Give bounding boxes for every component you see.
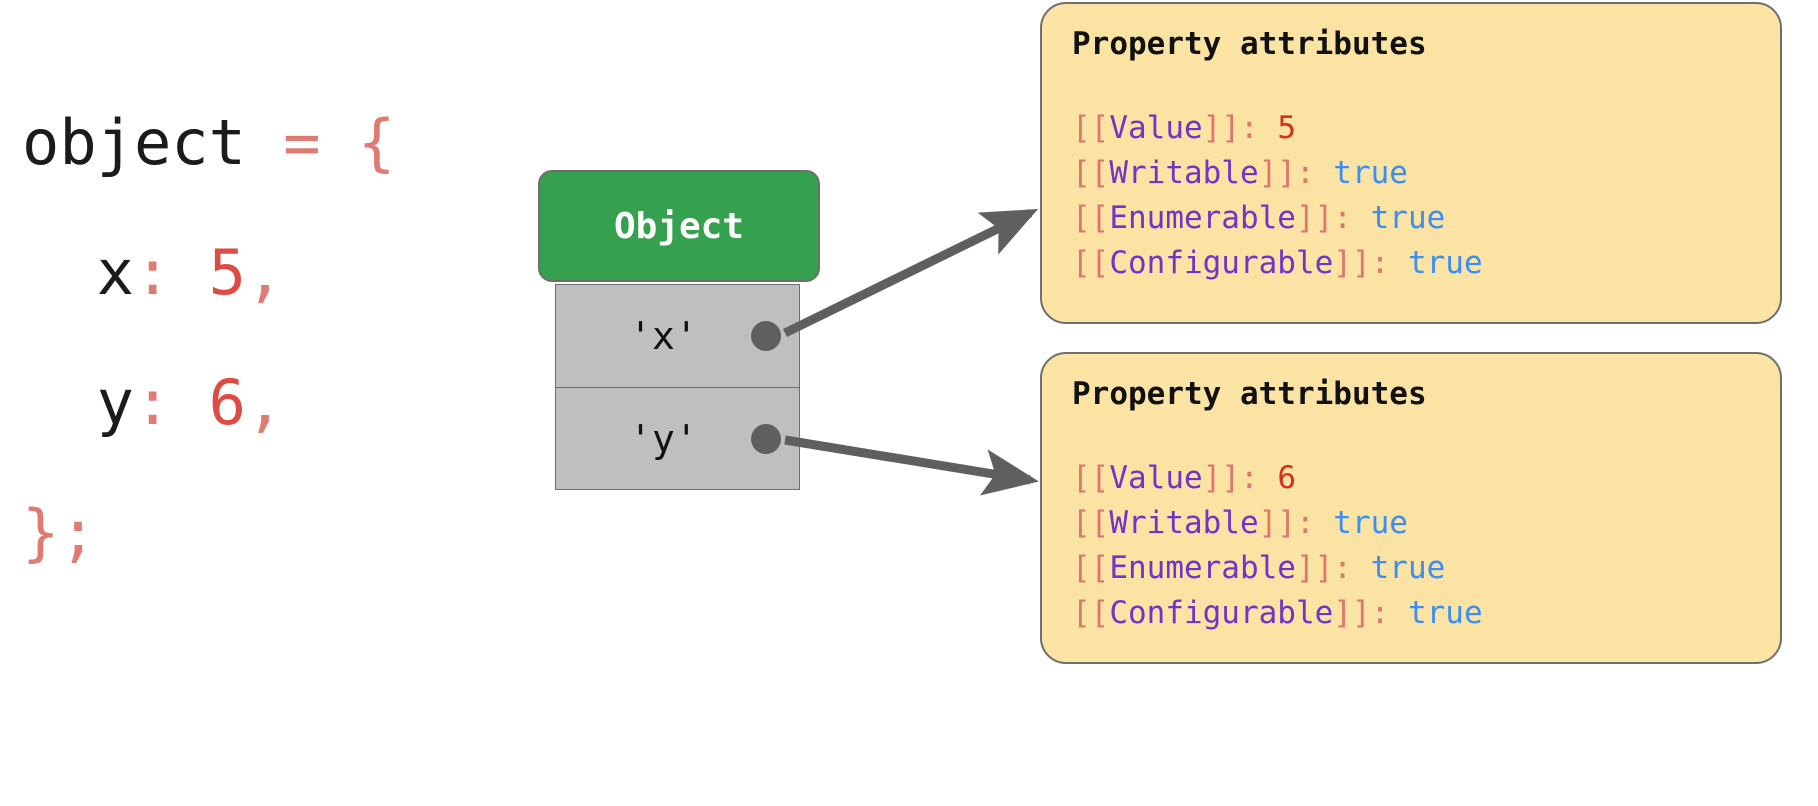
attribute-name: Writable <box>1109 505 1259 541</box>
attribute-value: true <box>1333 155 1408 191</box>
attribute-name: Value <box>1109 110 1203 146</box>
attribute-colon: : <box>1239 460 1278 496</box>
code-snippet: object = { x: 5, y: 6,}; <box>22 78 395 598</box>
code-token: } <box>22 496 60 569</box>
attribute-row: [[Configurable]]: true <box>1072 591 1750 636</box>
code-token: : <box>133 236 209 309</box>
attribute-colon: : <box>1370 595 1408 631</box>
code-token: , <box>245 366 284 439</box>
card-title: Property attributes <box>1072 26 1427 62</box>
attribute-bracket-open: [[ <box>1072 595 1110 631</box>
attribute-bracket-open: [[ <box>1072 550 1110 586</box>
object-header: Object <box>538 170 820 282</box>
code-token: , <box>245 236 284 309</box>
property-attributes-card-x: Property attributes [[Value]]: 5[[Writab… <box>1040 2 1782 324</box>
attribute-value: true <box>1370 200 1446 236</box>
attribute-rows-y: [[Value]]: 6[[Writable]]: true[[Enumerab… <box>1072 456 1750 636</box>
code-line-0: object = { <box>22 78 395 208</box>
attribute-bracket-close: ]] <box>1258 155 1296 191</box>
code-token: 5 <box>208 236 246 309</box>
object-header-label: Object <box>613 205 745 247</box>
attribute-colon: : <box>1333 200 1371 236</box>
attribute-bracket-close: ]] <box>1333 245 1371 281</box>
attribute-name: Writable <box>1109 155 1259 191</box>
attribute-colon: : <box>1370 245 1408 281</box>
attribute-row: [[Value]]: 6 <box>1072 456 1750 501</box>
attribute-bracket-open: [[ <box>1072 245 1110 281</box>
property-pointer-dot-y <box>751 423 781 454</box>
attribute-bracket-open: [[ <box>1072 110 1110 146</box>
code-line-3: }; <box>22 468 395 598</box>
attribute-name: Configurable <box>1109 595 1334 631</box>
attribute-bracket-open: [[ <box>1072 460 1110 496</box>
property-pointer-dot-x <box>751 321 781 351</box>
attribute-row: [[Enumerable]]: true <box>1072 546 1750 591</box>
attribute-bracket-open: [[ <box>1072 200 1110 236</box>
object-slot-list: 'x' 'y' <box>555 284 800 490</box>
attribute-row: [[Enumerable]]: true <box>1072 196 1750 241</box>
slot-key-label: 'y' <box>629 416 698 461</box>
code-token: ; <box>59 496 97 569</box>
arrow-x-to-attrs <box>783 208 1039 338</box>
code-token: : <box>133 366 209 439</box>
code-token: 6 <box>208 366 246 439</box>
attribute-colon: : <box>1239 110 1278 146</box>
attribute-bracket-open: [[ <box>1072 155 1110 191</box>
attribute-row: [[Writable]]: true <box>1072 501 1750 546</box>
attribute-row: [[Value]]: 5 <box>1072 106 1750 151</box>
attribute-value: true <box>1370 550 1446 586</box>
attribute-bracket-close: ]] <box>1295 550 1334 586</box>
attribute-name: Configurable <box>1109 245 1334 281</box>
object-slot-x[interactable]: 'x' <box>556 285 799 387</box>
attribute-bracket-close: ]] <box>1202 460 1240 496</box>
object-slot-y[interactable]: 'y' <box>556 387 799 489</box>
attribute-colon: : <box>1333 550 1371 586</box>
attribute-name: Enumerable <box>1109 200 1296 236</box>
code-line-1: x: 5, <box>22 208 395 338</box>
code-token: y <box>22 366 134 439</box>
attribute-name: Enumerable <box>1109 550 1296 586</box>
card-title: Property attributes <box>1072 376 1427 412</box>
slot-key-label: 'x' <box>629 314 698 358</box>
attribute-bracket-close: ]] <box>1295 200 1334 236</box>
attribute-colon: : <box>1295 505 1334 541</box>
attribute-colon: : <box>1295 155 1334 191</box>
attribute-row: [[Configurable]]: true <box>1072 241 1750 286</box>
attribute-value: true <box>1407 245 1483 281</box>
attribute-bracket-close: ]] <box>1333 595 1371 631</box>
attribute-bracket-close: ]] <box>1202 110 1240 146</box>
attribute-value: true <box>1333 505 1408 541</box>
code-token: = <box>283 106 358 179</box>
code-token: x <box>22 236 134 309</box>
attribute-row: [[Writable]]: true <box>1072 151 1750 196</box>
code-token: { <box>357 106 396 179</box>
attribute-bracket-open: [[ <box>1072 505 1110 541</box>
arrow-y-to-attrs <box>784 435 1039 496</box>
property-attributes-card-y: Property attributes [[Value]]: 6[[Writab… <box>1040 352 1782 664</box>
attribute-name: Value <box>1109 460 1203 496</box>
attribute-value: true <box>1407 595 1483 631</box>
attribute-bracket-close: ]] <box>1258 505 1296 541</box>
attribute-value: 6 <box>1277 460 1296 496</box>
code-token: object <box>22 106 284 179</box>
code-line-2: y: 6, <box>22 338 395 468</box>
attribute-rows-x: [[Value]]: 5[[Writable]]: true[[Enumerab… <box>1072 106 1750 286</box>
attribute-value: 5 <box>1277 110 1296 146</box>
